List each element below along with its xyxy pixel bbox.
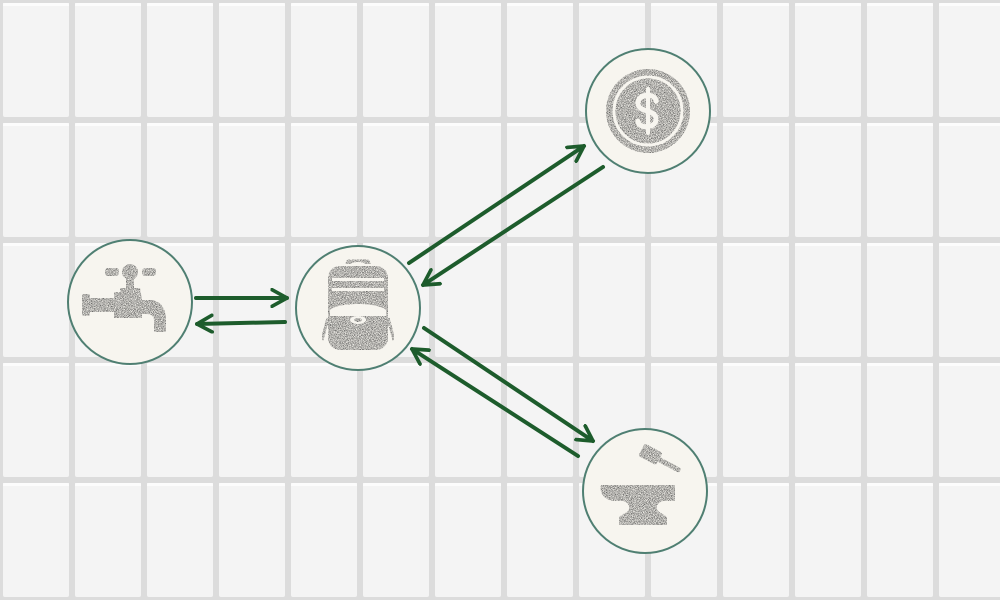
edge-group: [194, 144, 605, 458]
node-backpack: [295, 245, 421, 371]
arrow-forge-to-backpack: [410, 347, 580, 458]
arrow-backpack-to-money: [407, 144, 586, 265]
backpack-icon: [320, 257, 396, 350]
arrow-money-to-backpack: [421, 165, 605, 287]
arrow-backpack-to-forge: [422, 326, 595, 443]
dollar-coin-icon: [606, 69, 690, 153]
anvil-hammer-icon: [600, 444, 681, 525]
water-tap-icon: [82, 264, 166, 332]
node-water-tap: [67, 239, 193, 365]
arrow-backpack-to-water-tap: [195, 322, 287, 324]
node-forge: [582, 428, 708, 554]
node-money: [585, 48, 711, 174]
